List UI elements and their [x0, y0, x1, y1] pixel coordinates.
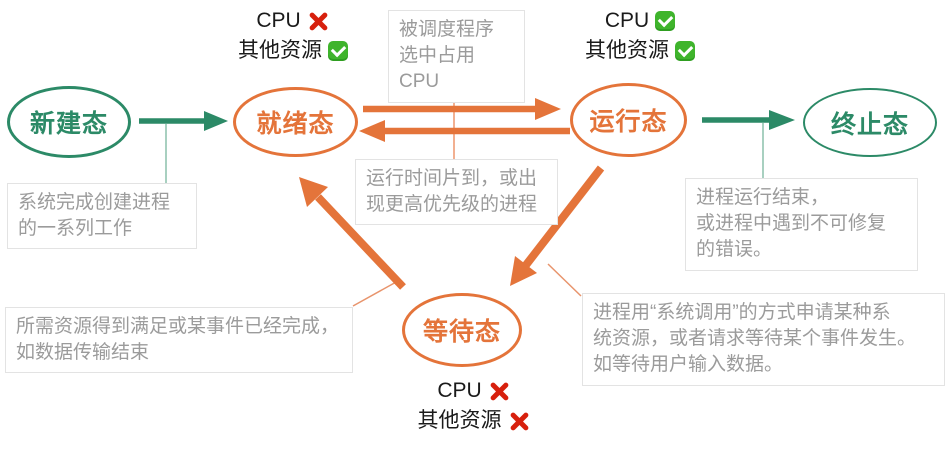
- arrow-running-to-ready: [359, 120, 570, 142]
- cross-icon: [307, 11, 330, 31]
- resource-status-waiting: CPU 其他资源: [399, 376, 549, 436]
- state-label-ready: 就绪态: [256, 110, 335, 138]
- status-line: 其他资源: [565, 36, 715, 66]
- state-oval-terminated: 终止态: [803, 88, 937, 157]
- check-icon: [655, 11, 676, 31]
- state-oval-new: 新建态: [7, 86, 131, 158]
- state-oval-waiting: 等待态: [402, 293, 522, 367]
- state-label-terminated: 终止态: [830, 110, 909, 139]
- state-oval-running: 运行态: [570, 83, 687, 157]
- status-label-cpu: CPU: [437, 379, 482, 402]
- state-oval-ready: 就绪态: [233, 87, 358, 157]
- status-line: 其他资源: [399, 406, 549, 436]
- state-label-new: 新建态: [29, 110, 108, 138]
- cross-icon: [488, 381, 511, 401]
- status-label-cpu: CPU: [604, 9, 650, 32]
- status-line: 其他资源: [218, 36, 368, 66]
- note-dispatch: 被调度程序 选中占用CPU: [388, 10, 525, 103]
- leader-wakeup: [352, 280, 399, 307]
- status-line: CPU: [218, 6, 368, 36]
- state-label-running: 运行态: [589, 108, 668, 136]
- arrow-running-to-terminated: [702, 110, 795, 130]
- note-create: 系统完成创建进程 的一系列工作: [7, 183, 197, 250]
- status-label-other-resources: 其他资源: [585, 39, 669, 62]
- status-line: CPU: [565, 6, 715, 36]
- check-icon: [675, 41, 695, 61]
- note-wakeup: 所需资源得到满足或某事件已经完成， 如数据传输结束: [5, 307, 353, 374]
- arrow-new-to-ready: [139, 111, 228, 131]
- resource-status-ready: CPU 其他资源: [218, 6, 368, 66]
- note-timeslice: 运行时间片到，或出 现更高优先级的进程: [355, 159, 558, 226]
- note-terminate: 进程运行结束， 或进程中遇到不可修复 的错误。: [685, 178, 918, 271]
- state-label-waiting: 等待态: [422, 318, 501, 346]
- note-block: 进程用“系统调用”的方式申请某种系 统资源，或者请求等待某个事件发生。 如等待用…: [582, 293, 945, 386]
- check-icon: [328, 41, 348, 61]
- status-label-other-resources: 其他资源: [238, 39, 322, 62]
- status-label-cpu: CPU: [256, 9, 301, 32]
- status-label-other-resources: 其他资源: [417, 409, 502, 432]
- leader-block: [547, 263, 582, 297]
- resource-status-running: CPU 其他资源: [565, 6, 715, 66]
- cross-icon: [508, 411, 531, 431]
- status-line: CPU: [399, 376, 549, 406]
